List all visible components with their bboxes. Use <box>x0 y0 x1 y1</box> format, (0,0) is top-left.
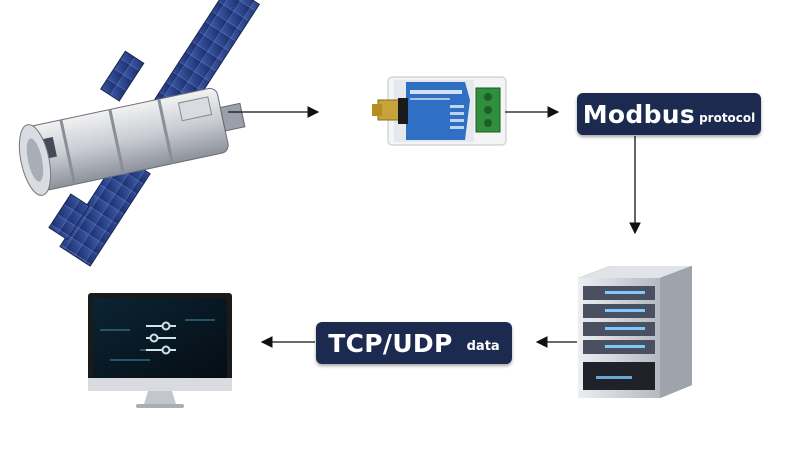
sliders-icon <box>146 321 176 355</box>
gps-module-icon <box>372 76 507 146</box>
tcp-main-text: TCP/UDP <box>328 328 453 358</box>
server-rack-icon <box>578 266 692 398</box>
modbus-main-text: Modbus <box>582 99 696 129</box>
monitor-icon <box>88 293 232 408</box>
modbus-sub-text: protocol <box>699 111 756 125</box>
modbus-protocol-label: Modbus protocol <box>577 93 761 135</box>
tcp-sub-text: data <box>466 338 500 354</box>
satellite-icon <box>18 0 261 267</box>
tcp-udp-data-label: TCP/UDP data <box>316 322 512 364</box>
